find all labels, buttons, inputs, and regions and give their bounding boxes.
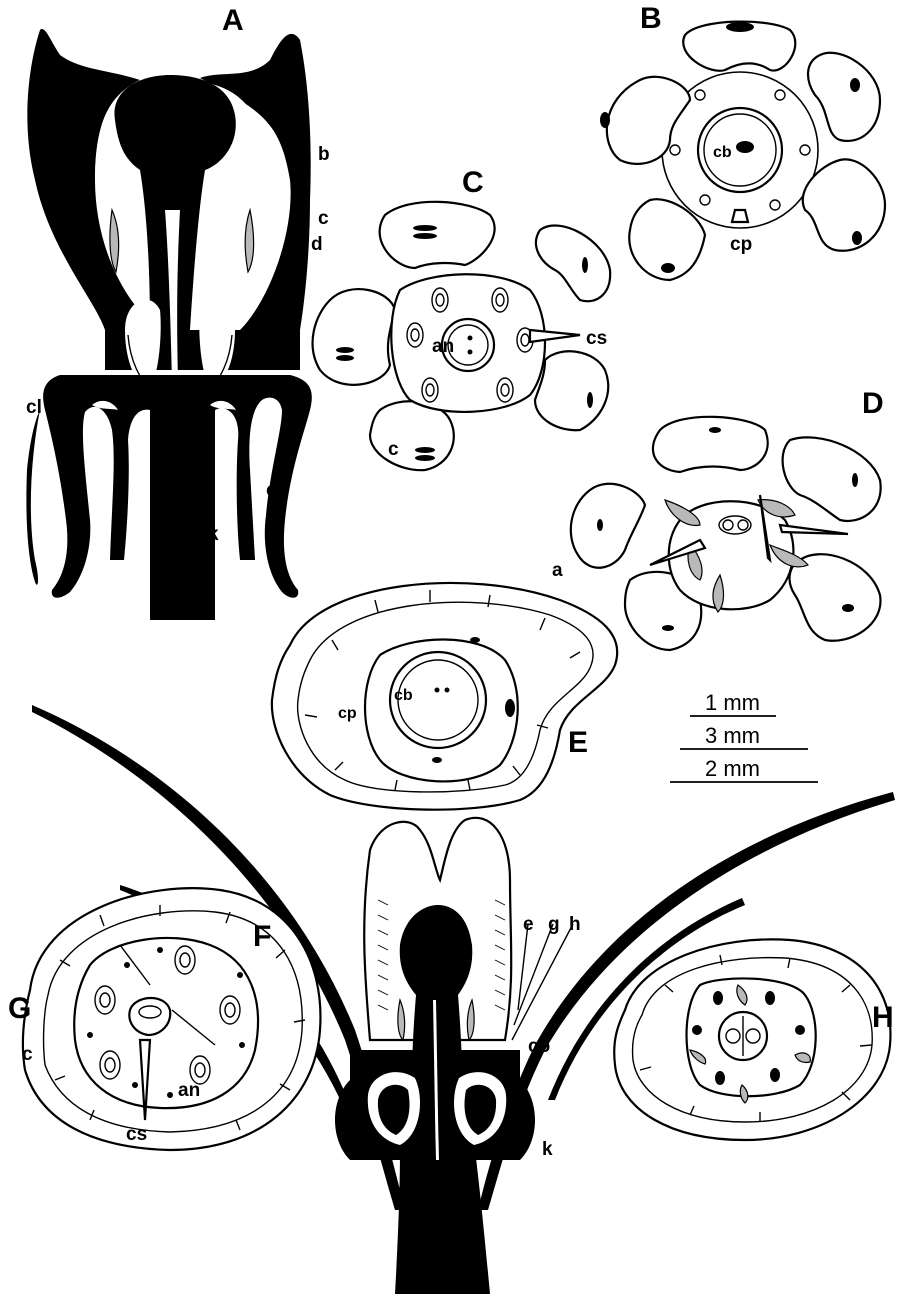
panel-h-drawing bbox=[614, 939, 890, 1140]
annotation-a-c: c bbox=[318, 208, 329, 229]
panel-a-drawing bbox=[26, 29, 311, 620]
annotation-f-co: co bbox=[528, 1036, 550, 1057]
panel-c-drawing bbox=[313, 202, 611, 470]
annotation-f-g: g bbox=[548, 914, 560, 935]
annotation-c-an: an bbox=[432, 336, 454, 357]
panel-label-g: G bbox=[8, 992, 31, 1025]
panel-label-a: A bbox=[222, 4, 244, 37]
annotation-f-e: e bbox=[523, 914, 534, 935]
panel-e-drawing bbox=[272, 583, 617, 810]
annotation-f-k: k bbox=[542, 1139, 553, 1160]
panel-d-drawing bbox=[571, 417, 881, 650]
annotation-b-cb: cb bbox=[713, 144, 732, 161]
panel-label-d: D bbox=[862, 387, 884, 420]
panel-label-f: F bbox=[253, 920, 271, 953]
panel-label-e: E bbox=[568, 726, 588, 759]
annotation-a-co: co bbox=[266, 480, 288, 501]
annotation-e-cb: cb bbox=[394, 687, 413, 704]
scale-label-1mm: 1 mm bbox=[705, 690, 760, 715]
panel-label-h: H bbox=[872, 1001, 894, 1034]
scale-label-3mm: 3 mm bbox=[705, 723, 760, 748]
scale-label-2mm: 2 mm bbox=[705, 756, 760, 781]
annotation-c-cs: cs bbox=[586, 328, 607, 349]
annotation-a-d: d bbox=[311, 234, 323, 255]
annotation-c-c: c bbox=[388, 439, 399, 460]
panel-label-b: B bbox=[640, 2, 662, 35]
annotation-g-c: c bbox=[22, 1044, 33, 1065]
panel-label-c: C bbox=[462, 166, 484, 199]
annotation-f-h: h bbox=[569, 914, 581, 935]
annotation-b-cp: cp bbox=[730, 234, 752, 255]
annotation-g-cs: cs bbox=[126, 1124, 147, 1145]
annotation-a-k: k bbox=[208, 524, 219, 545]
scale-bars: 1 mm 3 mm 2 mm bbox=[670, 690, 818, 782]
annotation-a-cl: cl bbox=[26, 397, 42, 418]
annotation-e-cp: cp bbox=[338, 705, 357, 722]
annotation-g-an: an bbox=[178, 1080, 200, 1101]
annotation-a-b: b bbox=[318, 144, 330, 165]
annotation-d-a: a bbox=[552, 560, 563, 581]
panel-g-drawing bbox=[23, 888, 321, 1150]
